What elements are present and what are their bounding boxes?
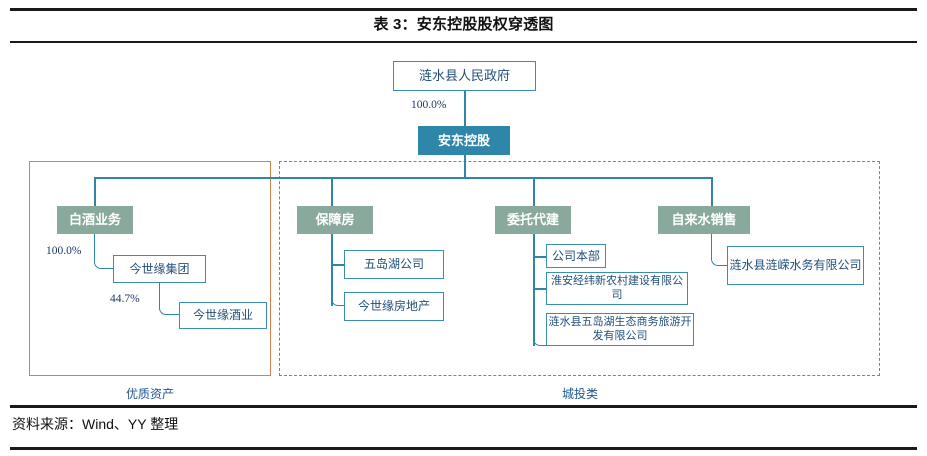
group-frame-urban-investment [279,161,880,376]
connector-root-stem [464,155,466,178]
chart-title: 表 3：安东控股股权穿透图 [373,16,554,33]
connector-housing-to-wudaohu [331,264,345,266]
node-jinshiyuan-liquor[interactable]: 今世缘酒业 [179,302,267,329]
node-root-holding[interactable]: 安东控股 [418,126,510,155]
group-label-quality-assets: 优质资产 [125,387,174,401]
node-huaian-jingwei[interactable]: 淮安经纬新农村建设有限公司 [546,272,688,305]
connector-liquor-to-group [94,234,114,269]
connector-spine-to-construction [533,177,535,212]
title-rule-top [10,8,917,11]
source-rule-top [10,405,917,408]
connector-housing-to-realestate [331,274,345,306]
connector-housing-stem [331,234,333,306]
percent-liquor-to-group: 100.0% [46,245,82,257]
node-segment-entrusted-construction[interactable]: 委托代建 [495,206,571,234]
connector-construction-stem [533,234,535,346]
node-segment-water-sales[interactable]: 自来水销售 [658,206,750,234]
node-lianshui-wudaohu-tourism[interactable]: 涟水县五岛湖生态商务旅游开发有限公司 [546,313,694,346]
percent-group-to-liquor-co: 44.7% [110,293,140,305]
group-frame-quality-assets [29,161,271,376]
group-label-urban-investment: 城投类 [561,387,598,401]
connector-government-to-root [464,91,466,126]
connector-spine-to-housing [331,177,333,212]
connector-construction-to-wudaohu-tourism [533,312,547,346]
node-jinshiyuan-realestate[interactable]: 今世缘房地产 [344,292,444,321]
node-company-hq[interactable]: 公司本部 [546,244,606,268]
node-segment-affordable-housing[interactable]: 保障房 [297,206,373,234]
connector-spine-to-water [711,177,713,212]
node-wudaohu-company[interactable]: 五岛湖公司 [344,250,444,279]
connector-group-to-liquor-co [159,283,180,315]
node-lianshui-water-company[interactable]: 涟水县涟嵘水务有限公司 [727,246,864,285]
source-note: 资料来源：Wind、YY 整理 [12,416,179,432]
title-rule-bottom [10,41,917,43]
node-jinshiyuan-group[interactable]: 今世缘集团 [113,255,206,283]
connector-segment-spine [94,177,711,179]
source-rule-bottom [10,447,917,450]
node-segment-liquor[interactable]: 白酒业务 [57,206,133,234]
connector-construction-to-hq [533,256,547,258]
connector-water-to-subsidiary [711,234,728,266]
connector-spine-to-liquor [94,177,96,212]
percent-government-to-root: 100.0% [411,99,447,111]
node-government[interactable]: 涟水县人民政府 [393,61,536,91]
connector-construction-to-huaian [533,288,547,290]
